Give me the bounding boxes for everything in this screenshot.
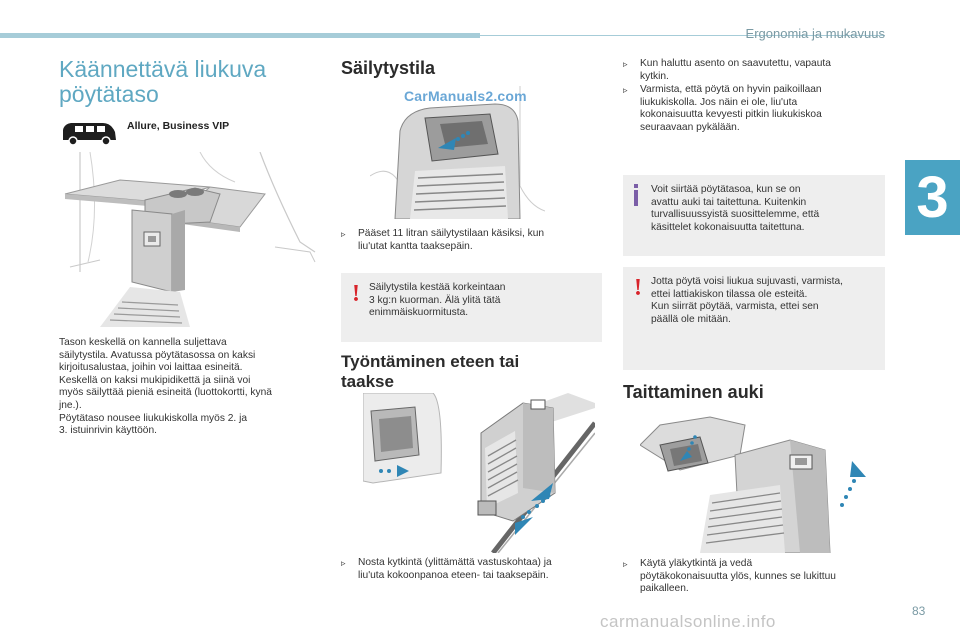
text-line: käsittelet kokonaisuutta taitettuna. xyxy=(651,221,805,233)
text-line: Varmista, että pöytä on hyvin paikoillaa… xyxy=(640,84,822,95)
table-illustration xyxy=(60,152,322,327)
text-line: Käytä yläkytkintä ja vedä xyxy=(640,558,753,569)
text-line: Voit siirtää pöytätasoa, kun se on xyxy=(651,184,801,195)
push-title-line: taakse xyxy=(341,372,394,391)
push-title: Työntäminen eteen tai taakse xyxy=(341,352,519,392)
text-line: avattu auki tai taitettuna. Kuitenkin xyxy=(651,196,807,208)
text-line: jne.). xyxy=(59,399,82,411)
push-title-line: Työntäminen eteen tai xyxy=(341,352,520,371)
left-title-line: Käännettävä liukuva xyxy=(59,56,267,82)
van-icon xyxy=(63,123,116,146)
triangle-bullet-icon: ▹ xyxy=(623,559,628,569)
text-line: myös säilyttää pieniä esineitä (luottoko… xyxy=(59,387,272,399)
text-line: kokonaisuutta kevyesti pitkin liukukisko… xyxy=(640,109,822,121)
text-line: kirjoitusalustaa, joihin voi laittaa esi… xyxy=(59,362,243,374)
text-line: Nosta kytkintä (ylittämättä vastuskohtaa… xyxy=(358,557,552,568)
text-line: liukukiskolla. Jos näin ei ole, liu'uta xyxy=(640,96,798,108)
text-line: ettei lattiakiskon tilassa ole esteitä. xyxy=(651,288,808,300)
storage-warning-box: ! Säilytystila kestää korkeintaan 3 kg:n… xyxy=(341,273,602,342)
slide-warning-box: ! Jotta pöytä voisi liukua sujuvasti, va… xyxy=(623,267,885,370)
warning-text: Jotta pöytä voisi liukua sujuvasti, varm… xyxy=(651,276,877,326)
text-line: Säilytystila kestää korkeintaan xyxy=(369,282,506,293)
storage-illustration: CarManuals2.com xyxy=(370,86,545,219)
left-title-line: pöytätaso xyxy=(59,81,159,107)
triangle-bullet-icon: ▹ xyxy=(623,85,628,95)
left-description: Tason keskellä on kannella suljettava sä… xyxy=(59,337,324,438)
text-line: enimmäiskuormitusta. xyxy=(369,307,469,319)
info-box: Voit siirtää pöytätasoa, kun se on avatt… xyxy=(623,175,885,256)
text-line: pöytäkokonaisuutta ylös, kunnes se lukit… xyxy=(640,570,836,582)
text-line: kytkin. xyxy=(640,70,669,82)
text-line: liu'utat kantta taaksepäin. xyxy=(358,240,473,252)
image-watermark: CarManuals2.com xyxy=(404,88,527,104)
release-step: ▹ Kun haluttu asento on saavutettu, vapa… xyxy=(623,58,902,83)
exclamation-icon: ! xyxy=(352,281,360,307)
chapter-tab: 3 xyxy=(905,160,960,235)
fold-title: Taittaminen auki xyxy=(623,382,764,402)
push-step: ▹ Nosta kytkintä (ylittämättä vastuskoht… xyxy=(341,557,620,582)
triangle-bullet-icon: ▹ xyxy=(341,229,346,239)
slide-illustration xyxy=(363,393,595,553)
exclamation-icon: ! xyxy=(634,275,642,301)
fold-step: ▹ Käytä yläkytkintä ja vedä pöytäkokonai… xyxy=(623,558,902,596)
text-line: 3 kg:n kuorman. Älä ylitä tätä xyxy=(369,294,501,306)
text-line: Keskellä on kaksi mukipidikettä ja siinä… xyxy=(59,374,251,386)
fold-illustration xyxy=(640,415,870,553)
text-line: seuraavaan pykälään. xyxy=(640,121,740,133)
text-line: Pöytätaso nousee liukukiskolla myös 2. j… xyxy=(59,412,248,424)
storage-title: Säilytystila xyxy=(341,58,436,78)
text-line: liu'uta kokoonpanoa eteen- tai taaksepäi… xyxy=(358,569,549,581)
text-line: Pääset 11 litran säilytystilaan käsiksi,… xyxy=(358,228,545,239)
text-line: paikalleen. xyxy=(640,583,689,595)
text-line: Tason keskellä on kannella suljettava xyxy=(59,337,227,348)
footer-watermark: carmanualsonline.info xyxy=(600,612,776,631)
triangle-bullet-icon: ▹ xyxy=(623,59,628,69)
text-line: Kun haluttu asento on saavutettu, vapaut… xyxy=(640,58,831,69)
section-title: Ergonomia ja mukavuus xyxy=(745,26,885,41)
left-title: Käännettävä liukuva pöytätaso xyxy=(59,57,266,107)
warning-text: Säilytystila kestää korkeintaan 3 kg:n k… xyxy=(369,282,594,320)
triangle-bullet-icon: ▹ xyxy=(341,558,346,568)
info-icon xyxy=(634,184,638,206)
header-bar xyxy=(0,33,480,38)
text-line: turvallisuussyistä suosittelemme, että xyxy=(651,209,820,221)
text-line: päällä ole mitään. xyxy=(651,313,731,325)
check-step: ▹ Varmista, että pöytä on hyvin paikoill… xyxy=(623,84,902,134)
header-rule xyxy=(480,35,885,36)
text-line: 3. istuinrivin käyttöön. xyxy=(59,425,157,437)
version-label: Allure, Business VIP xyxy=(127,120,230,132)
text-line: Kun siirrät pöytää, varmista, ettei sen xyxy=(651,301,819,313)
text-line: Jotta pöytä voisi liukua sujuvasti, varm… xyxy=(651,276,843,287)
page-number: 83 xyxy=(912,604,926,618)
storage-step: ▹ Pääset 11 litran säilytystilaan käsiks… xyxy=(341,228,613,253)
text-line: säilytystila. Avatussa pöytätasossa on k… xyxy=(59,349,256,361)
info-text: Voit siirtää pöytätasoa, kun se on avatt… xyxy=(651,184,877,234)
